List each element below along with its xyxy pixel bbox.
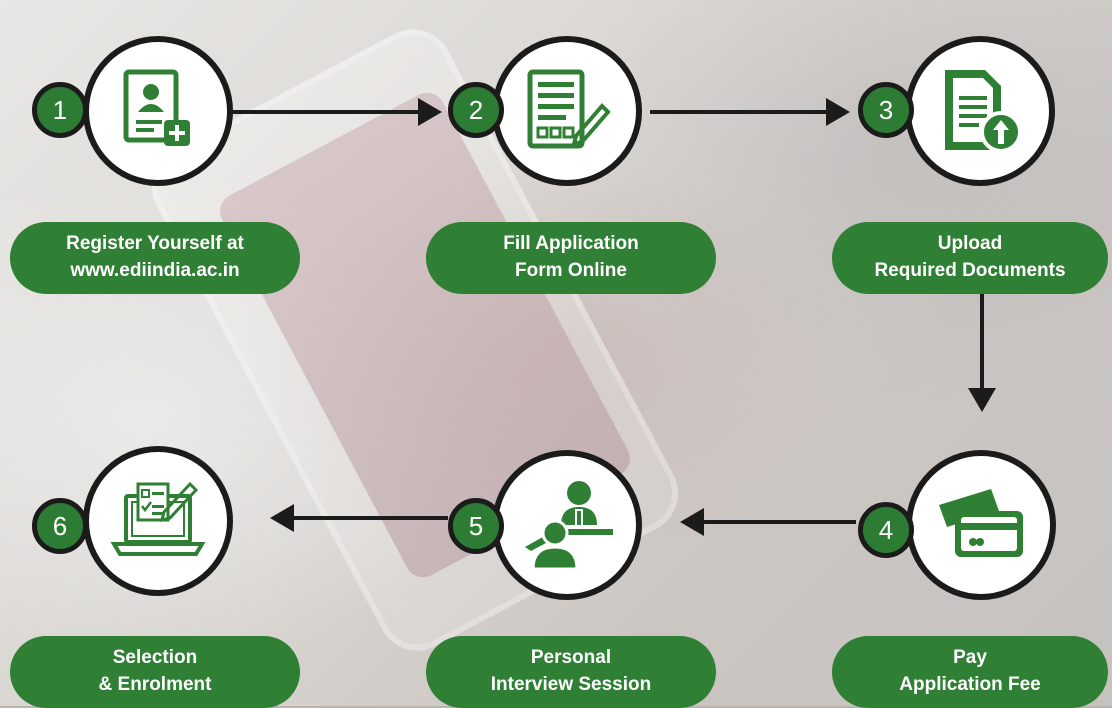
form-fill-icon	[522, 66, 612, 156]
step-4-number-badge: 4	[858, 502, 914, 558]
step-3-number: 3	[878, 94, 894, 125]
register-user-icon	[118, 66, 198, 156]
step-5-number: 5	[468, 510, 484, 541]
step-6-label: Selection & Enrolment	[10, 636, 300, 708]
step-3-label-line2: Required Documents	[874, 260, 1066, 281]
step-6-label-line1: Selection	[112, 647, 198, 669]
step-4-circle	[906, 450, 1056, 600]
step-1-number-badge: 1	[32, 82, 88, 138]
arrow-step2-to-step3	[650, 98, 850, 126]
step-4-label-line1: Pay	[953, 647, 987, 669]
step-2-label-line1: Fill Application	[503, 233, 639, 255]
selection-laptop-icon	[108, 478, 208, 564]
step-1-label-line1: Register Yourself at	[66, 233, 244, 255]
step-4-number: 4	[878, 514, 894, 545]
step-3-label-line1: Upload	[937, 233, 1003, 255]
step-2-circle	[492, 36, 642, 186]
arrow-step4-to-step5	[680, 508, 856, 536]
step-1-circle	[83, 36, 233, 186]
step-5-label-line2: Interview Session	[490, 674, 652, 695]
arrow-step5-to-step6	[270, 504, 448, 532]
step-2-label-line2: Form Online	[515, 260, 627, 281]
arrow-step3-to-step4	[968, 292, 996, 412]
step-1-label-line2: www.ediindia.ac.in	[70, 260, 240, 281]
step-3-circle	[905, 36, 1055, 186]
arrow-step1-to-step2	[230, 98, 442, 126]
step-2-number-badge: 2	[448, 82, 504, 138]
step-3-number-badge: 3	[858, 82, 914, 138]
step-6-label-line2: & Enrolment	[98, 674, 212, 695]
step-2-number: 2	[468, 94, 484, 125]
step-2-label: Fill Application Form Online	[426, 222, 716, 294]
payment-card-icon	[933, 485, 1029, 565]
step-5-number-badge: 5	[448, 498, 504, 554]
interview-icon	[517, 477, 617, 573]
step-6-number-badge: 6	[32, 498, 88, 554]
step-5-circle	[492, 450, 642, 600]
step-6-circle	[83, 446, 233, 596]
upload-document-icon	[935, 66, 1025, 156]
step-1-number: 1	[52, 94, 68, 125]
step-4-label: Pay Application Fee	[832, 636, 1108, 708]
step-4-label-line2: Application Fee	[899, 674, 1041, 695]
step-1-label: Register Yourself at www.ediindia.ac.in	[10, 222, 300, 294]
step-6-number: 6	[52, 510, 68, 541]
step-3-label: Upload Required Documents	[832, 222, 1108, 294]
step-5-label: Personal Interview Session	[426, 636, 716, 708]
step-5-label-line1: Personal	[530, 647, 612, 669]
